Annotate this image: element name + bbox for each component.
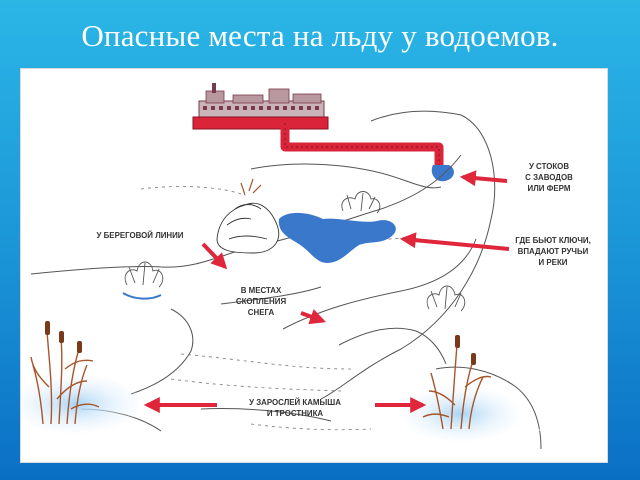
label-springs: ГДЕ БЬЮТ КЛЮЧИ, ВПАДАЮТ РУЧЬИ И РЕКИ: [515, 235, 591, 267]
watermark-logo: Shar: [522, 428, 593, 452]
arrow-snow-piles: [300, 309, 327, 325]
reeds-left: [30, 330, 100, 425]
label-snow-piles: В МЕСТАХ СКОПЛЕНИЯ СНЕГА: [235, 285, 287, 317]
bush-left: [122, 261, 164, 300]
slide-title: Опасные места на льду у водоемов.: [81, 18, 559, 53]
cattails-left: [45, 321, 82, 353]
factory: [192, 83, 329, 130]
chart-icon: [522, 429, 545, 451]
label-reeds: У ЗАРОСЛЕЙ КАМЫША И ТРОСТНИКА: [249, 397, 341, 418]
bush-right: [426, 285, 466, 312]
label-shoreline: У БЕРЕГОВОЙ ЛИНИИ: [96, 230, 184, 240]
watermark-text: Shar: [548, 428, 593, 451]
cattails-right: [455, 335, 476, 365]
arrow-factory-drains: [459, 170, 508, 187]
illustration-svg: [21, 83, 542, 450]
bush-center: [341, 191, 381, 214]
snow-mound: [216, 202, 280, 254]
ice-danger-illustration: У СТОКОВ С ЗАВОДОВ ИЛИ ФЕРМ ГДЕ БЬЮТ КЛЮ…: [20, 68, 608, 463]
drain-pipe: [280, 123, 444, 169]
label-factory-drains: У СТОКОВ С ЗАВОДОВ ИЛИ ФЕРМ: [525, 161, 573, 193]
open-water-spring: [278, 212, 396, 263]
arrow-shoreline: [201, 242, 228, 270]
reeds-right: [422, 344, 492, 430]
arrow-springs: [399, 232, 510, 251]
